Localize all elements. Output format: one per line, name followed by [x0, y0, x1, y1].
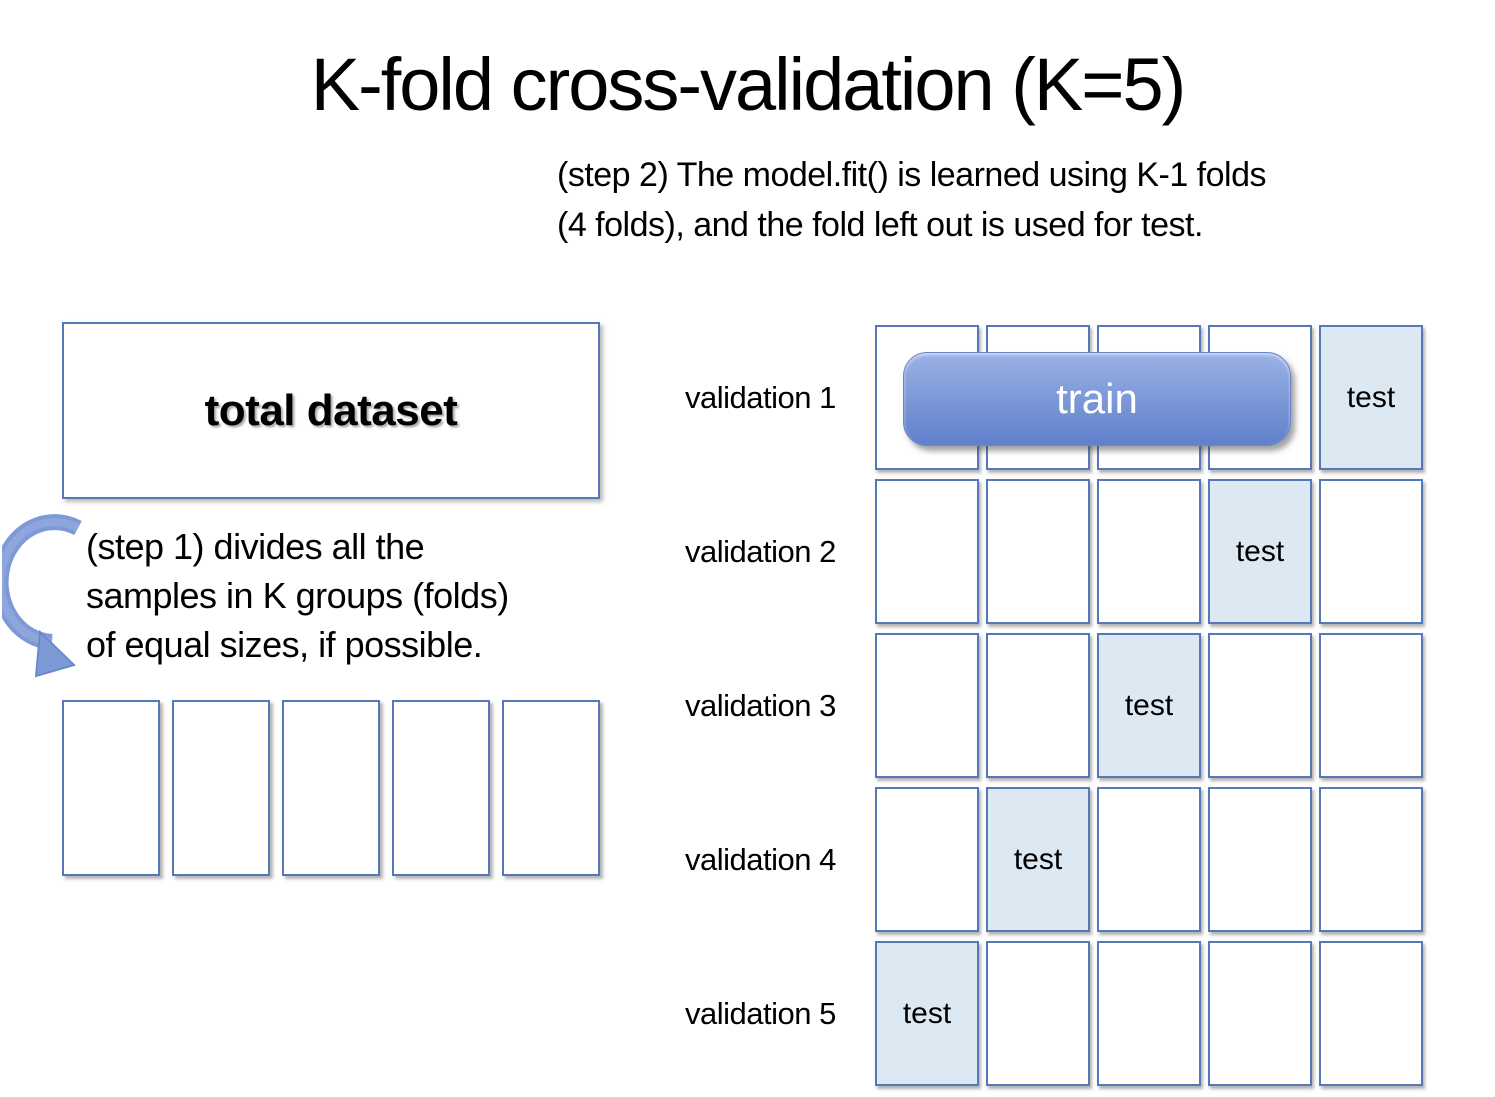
test-fold-cell: test: [875, 941, 979, 1086]
validation-row-4: validation 4 test: [685, 787, 1423, 932]
fold-box: [502, 700, 600, 876]
step1-note-line1: (step 1) divides all the: [86, 526, 425, 567]
test-fold-cell: test: [1208, 479, 1312, 624]
total-dataset-label: total dataset: [204, 385, 458, 435]
step2-note-line1: (step 2) The model.fit() is learned usin…: [557, 156, 1267, 194]
fold-cell: [875, 479, 979, 624]
train-label: train: [1056, 375, 1138, 422]
fold-cell: [1319, 941, 1423, 1086]
fold-cell: [1319, 479, 1423, 624]
validation-row-label: validation 5: [685, 995, 836, 1031]
fold-cell: [986, 941, 1090, 1086]
test-fold-cell: test: [1319, 325, 1423, 470]
train-pill: train: [903, 352, 1291, 446]
fold-cell: [986, 633, 1090, 778]
page-title: K-fold cross-validation (K=5): [310, 43, 1187, 126]
validation-row-label: validation 3: [685, 687, 836, 723]
test-label: test: [1013, 842, 1063, 876]
fold-cell: [986, 479, 1090, 624]
fold-cell: [1208, 787, 1312, 932]
fold-cell: [875, 633, 979, 778]
total-dataset-box: total dataset: [62, 322, 600, 499]
step2-note-line2: (4 folds), and the fold left out is used…: [557, 206, 1203, 244]
curved-arrow-down-icon: [2, 514, 82, 678]
fold-cell: [1208, 633, 1312, 778]
validation-row-label: validation 2: [685, 533, 836, 569]
validation-row-3: validation 3 test: [685, 633, 1423, 778]
test-label: test: [902, 996, 952, 1030]
fold-cell: [1208, 941, 1312, 1086]
validation-row-1: validation 1 test train: [685, 325, 1423, 470]
fold-cell: [1097, 479, 1201, 624]
test-fold-cell: test: [1097, 633, 1201, 778]
validation-row-label: validation 1: [685, 379, 836, 415]
validation-row-label: validation 4: [685, 841, 836, 877]
fold-cell: [1319, 633, 1423, 778]
step1-note-line2: samples in K groups (folds): [86, 575, 509, 616]
test-fold-cell: test: [986, 787, 1090, 932]
fold-cell: [1319, 787, 1423, 932]
validation-row-2: validation 2 test: [685, 479, 1423, 624]
fold-box: [172, 700, 270, 876]
fold-cell: [1097, 787, 1201, 932]
fold-box: [392, 700, 490, 876]
fold-strip: [62, 700, 600, 876]
step1-note-line3: of equal sizes, if possible.: [86, 624, 483, 665]
fold-box: [282, 700, 380, 876]
fold-cell: [1097, 941, 1201, 1086]
test-label: test: [1124, 688, 1174, 722]
validation-row-5: validation 5 test: [685, 941, 1423, 1086]
fold-cell: [875, 787, 979, 932]
step1-note: (step 1) divides all the samples in K gr…: [86, 522, 509, 669]
test-label: test: [1235, 534, 1285, 568]
test-label: test: [1346, 380, 1396, 414]
fold-box: [62, 700, 160, 876]
step2-note: (step 2) The model.fit() is learned usin…: [557, 150, 1267, 250]
